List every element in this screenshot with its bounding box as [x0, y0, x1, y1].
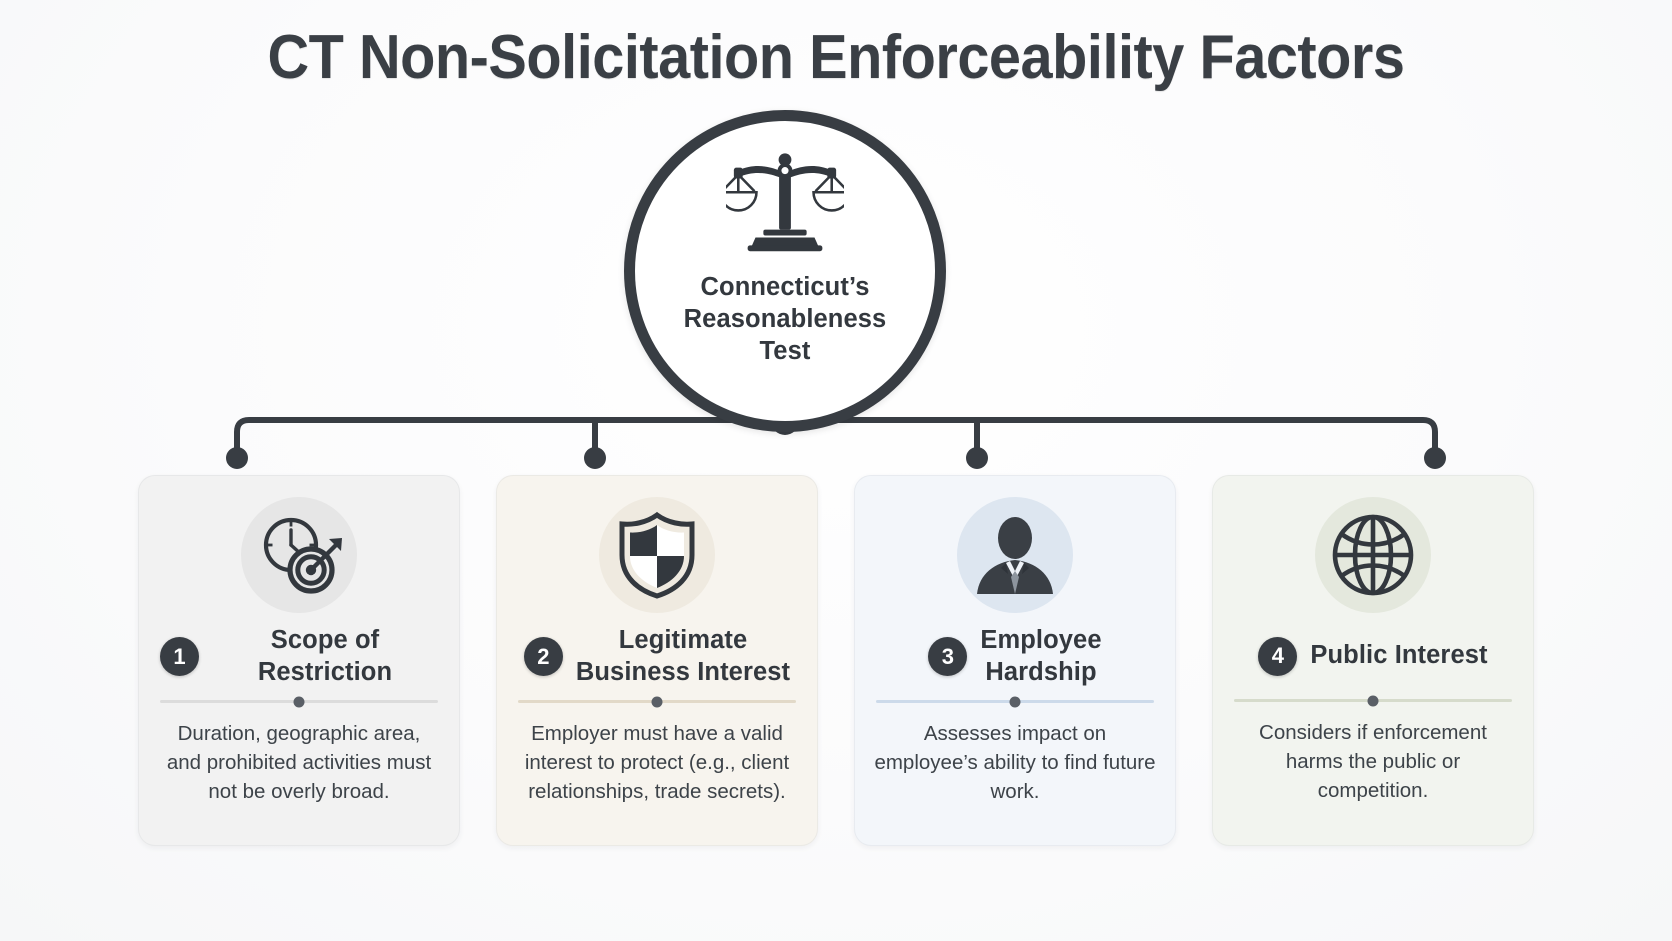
factor-card-1[interactable]: 1 Scope of Restriction Duration, geograp… [138, 475, 460, 846]
globe-icon [1332, 514, 1414, 596]
card-1-number: 1 [160, 637, 199, 677]
hub-label: Connecticut’s Reasonableness Test [660, 271, 910, 367]
card-1-title: Scope of Restriction [257, 626, 393, 686]
card-2-icon-badge [599, 497, 715, 613]
card-4-heading: 4 Public Interest [1230, 625, 1516, 687]
card-4-divider [1234, 695, 1512, 706]
card-3-heading: 3 Employee Hardship [872, 625, 1158, 688]
card-2-title: Legitimate Business Interest [576, 625, 790, 688]
clock-target-icon [263, 517, 342, 594]
businessperson-icon [977, 517, 1053, 594]
card-3-title-line-1: Employee [980, 626, 1102, 654]
card-3-number: 3 [928, 637, 968, 677]
card-2-title-line-1: Legitimate [618, 626, 748, 654]
hub-label-line-3: Test [759, 337, 811, 366]
page-title: CT Non-Solicitation Enforceability Facto… [267, 23, 1405, 92]
card-3-body: Assesses impact on employee’s ability to… [874, 722, 1156, 804]
factor-card-3[interactable]: 3 Employee Hardship Assesses impact on e… [854, 475, 1176, 846]
card-2-number: 2 [523, 637, 563, 677]
connector-node-1 [226, 447, 248, 469]
card-1-divider-dot [293, 696, 305, 708]
card-1-icon-badge [241, 497, 357, 613]
card-1-heading: 1 Scope of Restriction [156, 625, 442, 688]
connector-node-3 [966, 447, 988, 469]
factor-card-4[interactable]: 4 Public Interest Considers if enforceme… [1212, 475, 1534, 846]
card-3-icon-badge [957, 497, 1073, 613]
hub-circle: Connecticut’s Reasonableness Test [624, 110, 946, 432]
card-4-title: Public Interest [1310, 641, 1488, 670]
card-2-divider [518, 696, 796, 708]
card-4-divider-dot [1367, 695, 1379, 706]
factor-card-2[interactable]: 2 Legitimate Business Interest Employer … [496, 475, 818, 846]
card-2-heading: 2 Legitimate Business Interest [514, 625, 800, 688]
factor-card-row: 1 Scope of Restriction Duration, geograp… [0, 475, 1672, 846]
card-1-body: Duration, geographic area, and prohibite… [166, 722, 432, 804]
card-2-title-line-2: Business Interest [575, 657, 791, 686]
card-2-divider-dot [651, 696, 663, 708]
card-1-divider [160, 696, 438, 708]
shield-icon [619, 511, 695, 599]
card-3-title: Employee Hardship [980, 625, 1101, 688]
card-3-title-line-2: Hardship [985, 657, 1097, 686]
connector-bus-line [234, 417, 1438, 457]
card-4-body: Considers if enforcement harms the publi… [1259, 721, 1487, 803]
card-3-divider [876, 696, 1154, 708]
hub-label-line-2: Reasonableness [683, 305, 887, 334]
connector-node-2 [584, 447, 606, 469]
card-2-body: Employer must have a valid interest to p… [524, 722, 790, 804]
card-3-divider-dot [1009, 696, 1021, 708]
card-4-number: 4 [1258, 636, 1298, 676]
connector-node-4 [1424, 447, 1446, 469]
hub-label-line-1: Connecticut’s [700, 273, 870, 301]
card-4-icon-badge [1315, 497, 1431, 613]
balance-scales-icon [726, 153, 844, 252]
